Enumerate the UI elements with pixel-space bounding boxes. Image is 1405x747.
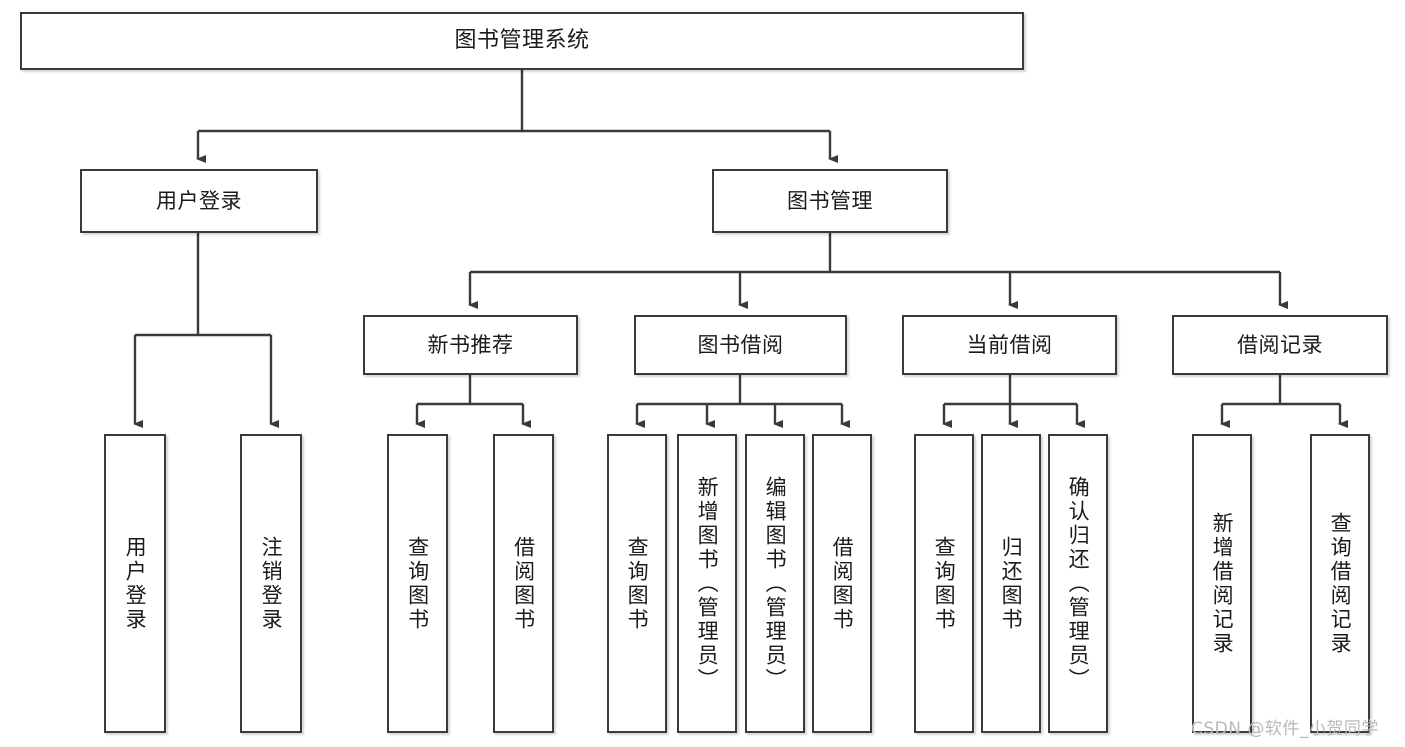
- node-label: 查询图书: [932, 535, 957, 632]
- node-label: 查询图书: [405, 535, 430, 632]
- node-label: 查询图书: [625, 535, 650, 632]
- node-label: 借阅记录: [1237, 332, 1323, 357]
- node-label: 确认归还（管理员）: [1066, 475, 1091, 692]
- watermark: CSDN @软件_小贺同学: [1191, 719, 1379, 739]
- node-root-system[interactable]: 图书管理系统: [20, 12, 1024, 70]
- leaf-new-book-borrow[interactable]: 借阅图书: [493, 434, 554, 733]
- node-user-login[interactable]: 用户登录: [80, 169, 318, 233]
- node-label: 当前借阅: [966, 332, 1053, 357]
- node-current-borrow[interactable]: 当前借阅: [902, 315, 1117, 375]
- leaf-book-borrow-query[interactable]: 查询图书: [607, 434, 667, 733]
- leaf-book-borrow-borrow[interactable]: 借阅图书: [812, 434, 872, 733]
- node-book-management[interactable]: 图书管理: [712, 169, 948, 233]
- node-label: 新增借阅记录: [1210, 511, 1235, 656]
- node-label: 新增图书（管理员）: [695, 475, 720, 692]
- node-label: 新书推荐: [427, 332, 514, 357]
- node-label: 归还图书: [999, 535, 1024, 632]
- node-new-book-recommend[interactable]: 新书推荐: [363, 315, 578, 375]
- node-label: 编辑图书（管理员）: [763, 475, 788, 692]
- node-label: 借阅图书: [511, 535, 536, 632]
- leaf-borrow-record-query[interactable]: 查询借阅记录: [1310, 434, 1370, 733]
- node-label: 图书借阅: [697, 332, 784, 357]
- leaf-borrow-record-add[interactable]: 新增借阅记录: [1192, 434, 1252, 733]
- node-label: 查询借阅记录: [1328, 511, 1353, 656]
- leaf-user-login-login[interactable]: 用户登录: [104, 434, 166, 733]
- node-book-borrow[interactable]: 图书借阅: [634, 315, 847, 375]
- leaf-book-borrow-edit[interactable]: 编辑图书（管理员）: [745, 434, 805, 733]
- leaf-current-borrow-return[interactable]: 归还图书: [981, 434, 1041, 733]
- leaf-user-login-logout[interactable]: 注销登录: [240, 434, 302, 733]
- node-label: 图书管理系统: [454, 28, 590, 54]
- leaf-book-borrow-add[interactable]: 新增图书（管理员）: [677, 434, 737, 733]
- node-label: 用户登录: [156, 188, 242, 213]
- node-label: 借阅图书: [830, 535, 855, 632]
- node-label: 图书管理: [787, 188, 873, 213]
- node-borrow-record[interactable]: 借阅记录: [1172, 315, 1388, 375]
- leaf-new-book-query[interactable]: 查询图书: [387, 434, 448, 733]
- leaf-current-borrow-confirm-return[interactable]: 确认归还（管理员）: [1048, 434, 1108, 733]
- node-label: 注销登录: [259, 535, 284, 632]
- node-label: 用户登录: [123, 535, 148, 632]
- leaf-current-borrow-query[interactable]: 查询图书: [914, 434, 974, 733]
